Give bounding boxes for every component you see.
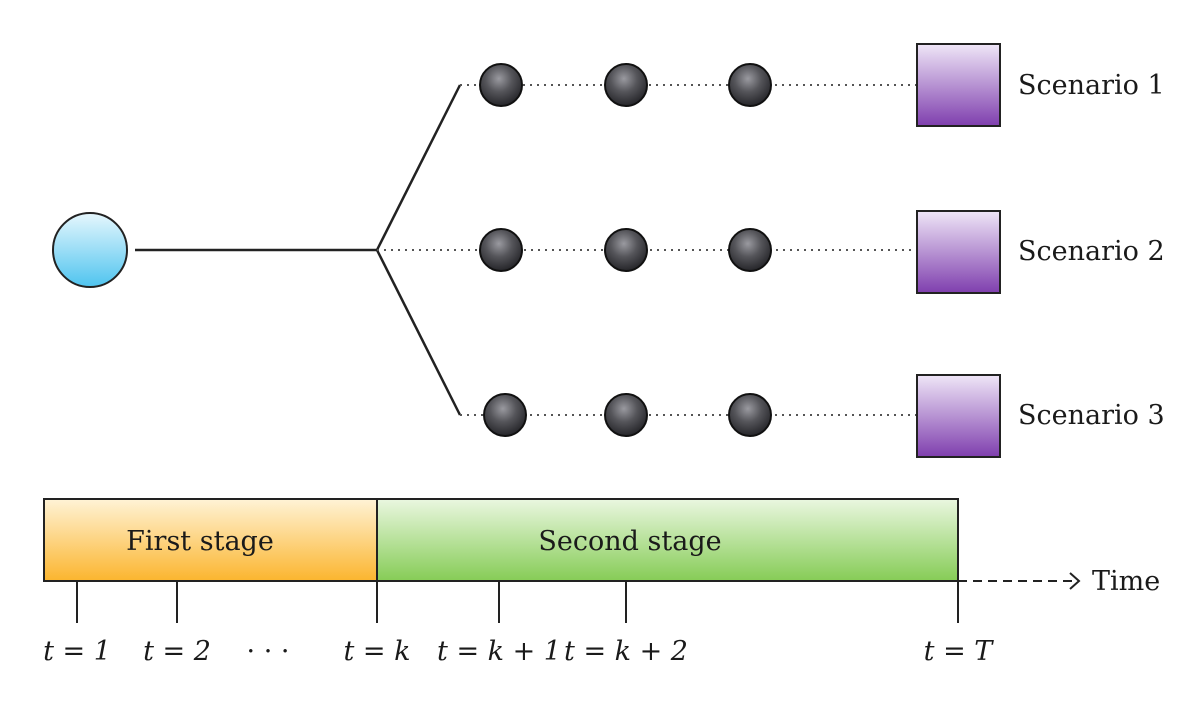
tick-label-tk1: t = k + 1 — [437, 636, 561, 667]
branch-edge-3 — [375, 249, 462, 416]
scenario-label-2: Scenario 2 — [1018, 236, 1165, 267]
scenario-label-3: Scenario 3 — [1018, 400, 1165, 431]
state-node — [728, 228, 772, 272]
scenario-label-1: Scenario 1 — [1018, 70, 1165, 101]
tick-label-tk2: t = k + 2 — [564, 636, 688, 667]
tick-label-tT: t = T — [924, 636, 995, 667]
tick-label-ellipsis: · · · — [247, 636, 290, 667]
state-node — [483, 393, 527, 437]
first-stage-bar — [43, 498, 378, 582]
second-stage-label: Second stage — [538, 526, 721, 557]
scenario-box-3 — [916, 374, 1001, 458]
state-node — [479, 228, 523, 272]
state-node — [728, 63, 772, 107]
scenario-box-1 — [916, 43, 1001, 127]
first-stage-label: First stage — [126, 526, 274, 557]
time-arrowhead — [1069, 572, 1081, 590]
root-node — [52, 212, 128, 288]
state-node — [604, 228, 648, 272]
branch-edge-1 — [375, 84, 462, 251]
scenario-box-2 — [916, 210, 1001, 294]
time-axis-label: Time — [1092, 566, 1160, 597]
state-node — [604, 393, 648, 437]
state-node — [479, 63, 523, 107]
second-stage-bar — [376, 498, 959, 582]
tick-label-tk: t = k — [344, 636, 411, 667]
state-node — [604, 63, 648, 107]
tick-label-t2: t = 2 — [143, 636, 211, 667]
tick-label-t1: t = 1 — [43, 636, 111, 667]
state-node — [728, 393, 772, 437]
